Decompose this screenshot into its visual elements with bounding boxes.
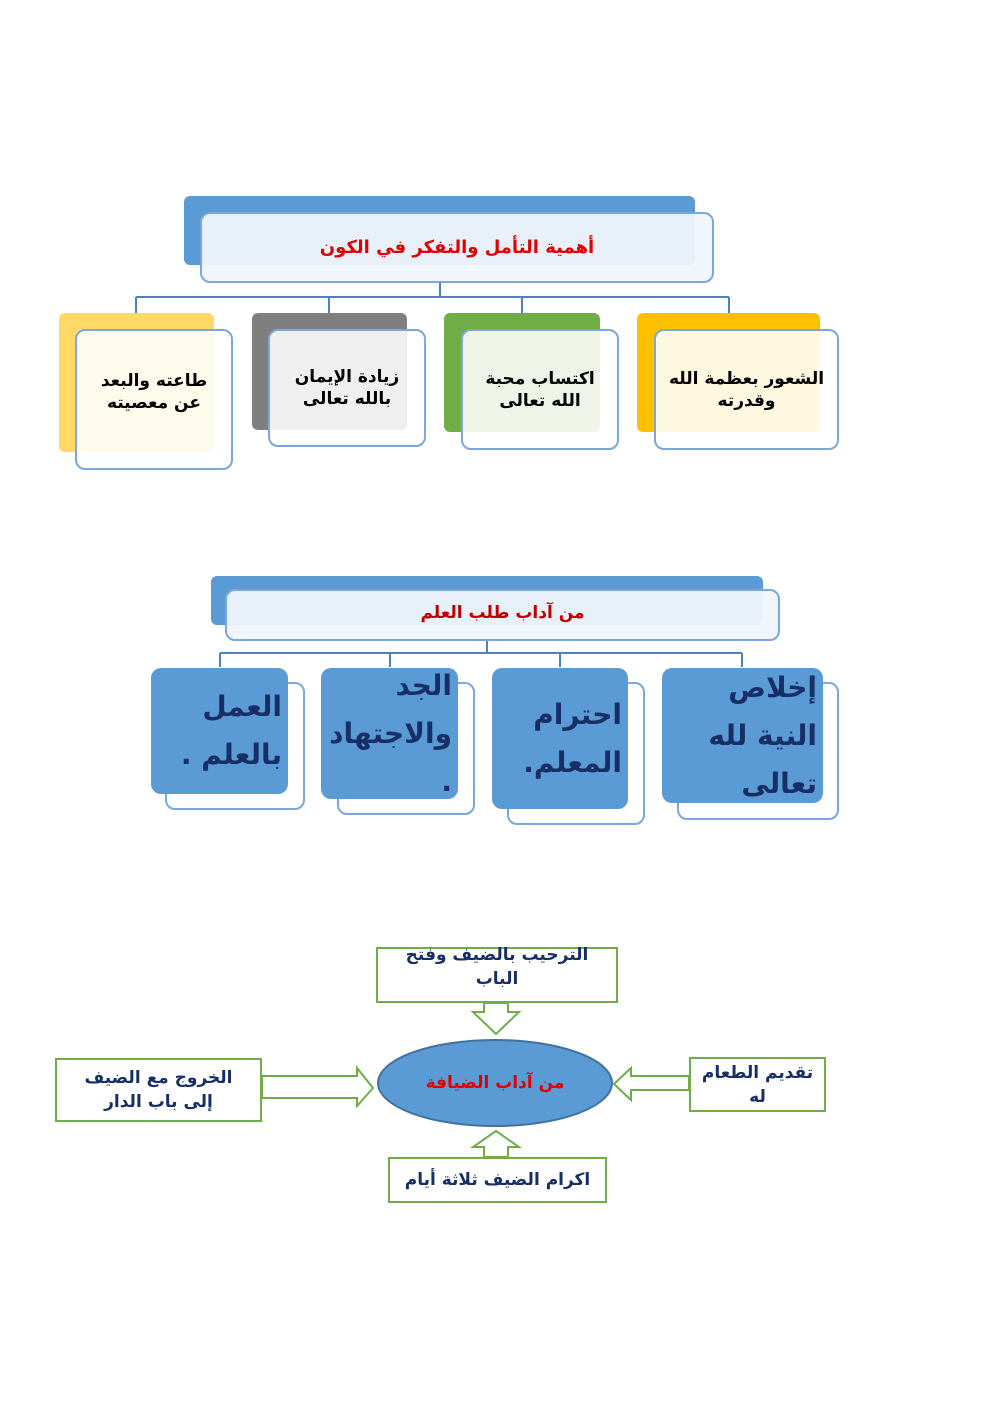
arrow-down-icon	[470, 1002, 522, 1036]
card-text: طاعته والبعد عن معصيته	[100, 370, 208, 413]
card-faith: زيادة الإيمان بالله تعالى	[268, 329, 426, 447]
card-respect: احترام المعلم.	[492, 668, 628, 809]
diagram1-title-text: أهمية التأمل والتفكر في الكون	[319, 237, 595, 258]
card-text: العمل بالعلم .	[180, 690, 282, 771]
box-text: الخروج مع الضيف إلى باب الدار	[84, 1068, 233, 1112]
center-ellipse-shape	[377, 1039, 613, 1127]
arrow-left-icon	[612, 1065, 690, 1103]
box-welcome: الترحيب بالضيف وفتح الباب	[376, 945, 618, 1003]
arrow-right-icon	[261, 1065, 375, 1109]
box-text: الترحيب بالضيف وفتح الباب	[405, 945, 589, 989]
card-sincerity: إخلاص النية لله تعالى	[662, 668, 823, 803]
box-food: تقديم الطعام له	[689, 1057, 826, 1112]
box-farewell: الخروج مع الضيف إلى باب الدار	[55, 1058, 262, 1122]
arrow-up-icon	[469, 1129, 523, 1158]
card-text: احترام المعلم.	[523, 697, 622, 779]
card-text: الشعور بعظمة الله وقدرته	[668, 368, 825, 411]
diagram1-title: أهمية التأمل والتفكر في الكون	[200, 212, 714, 283]
card-diligence: الجد والاجتهاد .	[321, 668, 458, 799]
card-text: اكتساب محبة الله تعالى	[485, 368, 595, 411]
card-text: إخلاص النية لله تعالى	[708, 670, 817, 800]
diagram2-title: من آداب طلب العلم	[225, 589, 780, 641]
tree-connector-2	[219, 641, 743, 667]
tree-connector-1	[135, 283, 730, 313]
box-honor: اكرام الضيف ثلاثة أيام	[388, 1157, 607, 1203]
card-obedience: طاعته والبعد عن معصيته	[75, 329, 233, 470]
box-text: اكرام الضيف ثلاثة أيام	[404, 1170, 591, 1190]
box-text: تقديم الطعام له	[701, 1062, 814, 1107]
center-ellipse: من آداب الضيافة	[378, 1066, 612, 1100]
card-text: زيادة الإيمان بالله تعالى	[294, 367, 400, 409]
diagram2-title-text: من آداب طلب العلم	[420, 603, 585, 623]
center-text: من آداب الضيافة	[425, 1073, 565, 1093]
card-awe: الشعور بعظمة الله وقدرته	[654, 329, 839, 450]
card-text: الجد والاجتهاد .	[329, 668, 452, 798]
card-practice: العمل بالعلم .	[151, 668, 288, 794]
card-love: اكتساب محبة الله تعالى	[461, 329, 619, 450]
